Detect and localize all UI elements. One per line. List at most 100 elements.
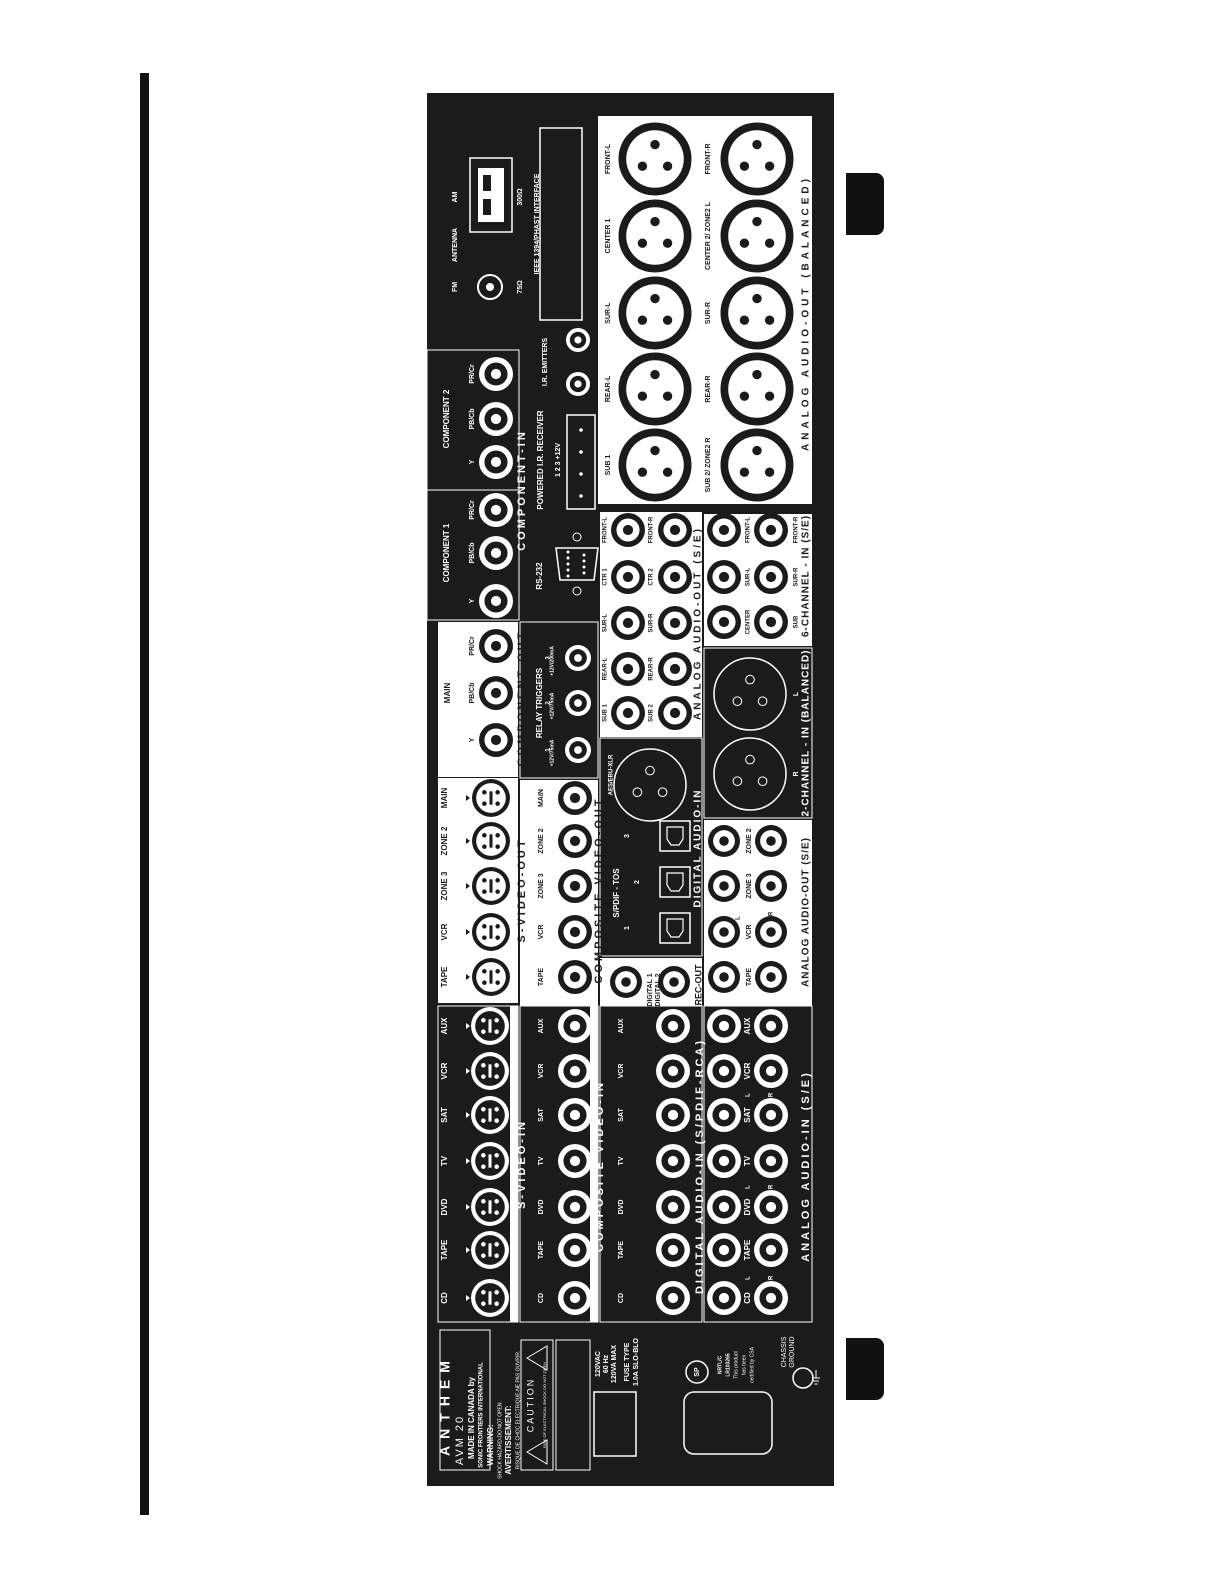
digital-in-rca-jack[interactable] — [656, 1098, 690, 1132]
balanced-bot-xlr[interactable] — [720, 199, 794, 273]
balanced-bot-xlr[interactable] — [720, 276, 794, 350]
balanced-top-xlr[interactable] — [618, 428, 692, 502]
analog-in-l-jack[interactable] — [707, 1233, 741, 1267]
digital-in-rca-jack[interactable] — [656, 1144, 690, 1178]
analog-in-l-jack[interactable] — [707, 1190, 741, 1224]
component-out-jack[interactable] — [479, 629, 513, 663]
digital-in-rca-jack[interactable] — [656, 1009, 690, 1043]
analog-out-bot-jack[interactable] — [658, 560, 692, 594]
digital-in-rca-jack[interactable] — [656, 1190, 690, 1224]
analog-in-r-jack[interactable] — [754, 1098, 788, 1132]
svideo-in-jack[interactable] — [471, 1096, 509, 1134]
analog-in-r-jack[interactable] — [754, 1009, 788, 1043]
analog-in-l-jack[interactable] — [707, 1281, 741, 1315]
analog-out-bot-jack[interactable] — [658, 513, 692, 547]
composite-in-jack[interactable] — [558, 1009, 592, 1043]
component-out-jack[interactable] — [479, 676, 513, 710]
analog-in-r-jack[interactable] — [754, 1190, 788, 1224]
analog-out-top-jack[interactable] — [611, 606, 645, 640]
analog-in-r-jack[interactable] — [754, 1233, 788, 1267]
analog-in-r-jack[interactable] — [754, 1281, 788, 1315]
relay-jack[interactable] — [565, 737, 591, 763]
balanced-bot-xlr[interactable] — [720, 122, 794, 196]
analog-out-bot-jack[interactable] — [658, 652, 692, 686]
svideo-in-jack[interactable] — [471, 1052, 509, 1090]
component1-in-jack[interactable] — [479, 584, 513, 618]
component2-in-jack[interactable] — [479, 445, 513, 479]
analog-in-r-jack[interactable] — [754, 1054, 788, 1088]
six-ch-bot-jack[interactable] — [754, 605, 788, 639]
rec-out-digital1-jack[interactable] — [610, 966, 642, 998]
composite-out-jack[interactable] — [558, 869, 592, 903]
digital-in-rca-jack[interactable] — [656, 1054, 690, 1088]
ground-screw[interactable] — [792, 1367, 814, 1389]
component2-in-jack[interactable] — [479, 357, 513, 391]
svideo-in-jack[interactable] — [471, 1007, 509, 1045]
analog-out-top-jack[interactable] — [611, 696, 645, 730]
six-ch-top-jack[interactable] — [707, 513, 741, 547]
analog-in-l-jack[interactable] — [707, 1054, 741, 1088]
six-ch-bot-jack[interactable] — [754, 513, 788, 547]
component2-in-jack[interactable] — [479, 402, 513, 436]
analog-out2-l-jack[interactable] — [708, 825, 740, 857]
relay-jack[interactable] — [565, 690, 591, 716]
toslink-1[interactable] — [659, 912, 691, 944]
svideo-out-jack[interactable] — [472, 867, 510, 905]
svideo-in-jack[interactable] — [471, 1142, 509, 1180]
component-out-jack[interactable] — [479, 723, 513, 757]
analog-in-l-jack[interactable] — [707, 1144, 741, 1178]
composite-out-jack[interactable] — [558, 915, 592, 949]
analog-out2-r-jack[interactable] — [755, 961, 787, 993]
balanced-top-xlr[interactable] — [618, 276, 692, 350]
digital-in-rca-jack[interactable] — [656, 1233, 690, 1267]
six-ch-top-jack[interactable] — [707, 560, 741, 594]
composite-in-jack[interactable] — [558, 1144, 592, 1178]
aes-xlr-jack[interactable] — [613, 748, 687, 822]
analog-in-l-jack[interactable] — [707, 1098, 741, 1132]
component1-in-jack[interactable] — [479, 493, 513, 527]
svideo-out-jack[interactable] — [472, 958, 510, 996]
two-ch-l-xlr[interactable] — [713, 657, 787, 731]
component1-in-jack[interactable] — [479, 536, 513, 570]
analog-in-l-jack[interactable] — [707, 1009, 741, 1043]
ir-emitter-jack[interactable] — [566, 328, 590, 352]
six-ch-bot-jack[interactable] — [754, 560, 788, 594]
toslink-2[interactable] — [659, 866, 691, 898]
analog-out2-r-jack[interactable] — [755, 825, 787, 857]
composite-in-jack[interactable] — [558, 1281, 592, 1315]
ir-emitter-jack[interactable] — [566, 372, 590, 396]
svideo-in-jack[interactable] — [471, 1231, 509, 1269]
svideo-out-jack[interactable] — [472, 822, 510, 860]
power-inlet[interactable] — [593, 1391, 637, 1457]
analog-out2-l-jack[interactable] — [708, 961, 740, 993]
analog-out-bot-jack[interactable] — [658, 696, 692, 730]
composite-out-jack[interactable] — [558, 781, 592, 815]
composite-out-jack[interactable] — [558, 960, 592, 994]
rs232-port[interactable] — [555, 547, 599, 581]
analog-out2-r-jack[interactable] — [755, 916, 787, 948]
ieee1394-port[interactable] — [539, 127, 583, 321]
analog-out-top-jack[interactable] — [611, 652, 645, 686]
balanced-bot-xlr[interactable] — [720, 352, 794, 426]
digital-in-rca-jack[interactable] — [656, 1281, 690, 1315]
balanced-top-xlr[interactable] — [618, 122, 692, 196]
composite-in-jack[interactable] — [558, 1098, 592, 1132]
analog-out2-r-jack[interactable] — [755, 870, 787, 902]
svideo-in-jack[interactable] — [471, 1279, 509, 1317]
balanced-top-xlr[interactable] — [618, 352, 692, 426]
analog-out-top-jack[interactable] — [611, 513, 645, 547]
svideo-in-jack[interactable] — [471, 1188, 509, 1226]
two-ch-r-xlr[interactable] — [713, 737, 787, 811]
composite-in-jack[interactable] — [558, 1054, 592, 1088]
toslink-3[interactable] — [659, 820, 691, 852]
analog-out2-l-jack[interactable] — [708, 870, 740, 902]
relay-jack[interactable] — [565, 645, 591, 671]
rec-out-digital2-jack[interactable] — [658, 966, 690, 998]
balanced-top-xlr[interactable] — [618, 199, 692, 273]
analog-out-bot-jack[interactable] — [658, 606, 692, 640]
composite-out-jack[interactable] — [558, 824, 592, 858]
balanced-bot-xlr[interactable] — [720, 428, 794, 502]
composite-in-jack[interactable] — [558, 1233, 592, 1267]
analog-out-top-jack[interactable] — [611, 560, 645, 594]
svideo-out-jack[interactable] — [472, 913, 510, 951]
